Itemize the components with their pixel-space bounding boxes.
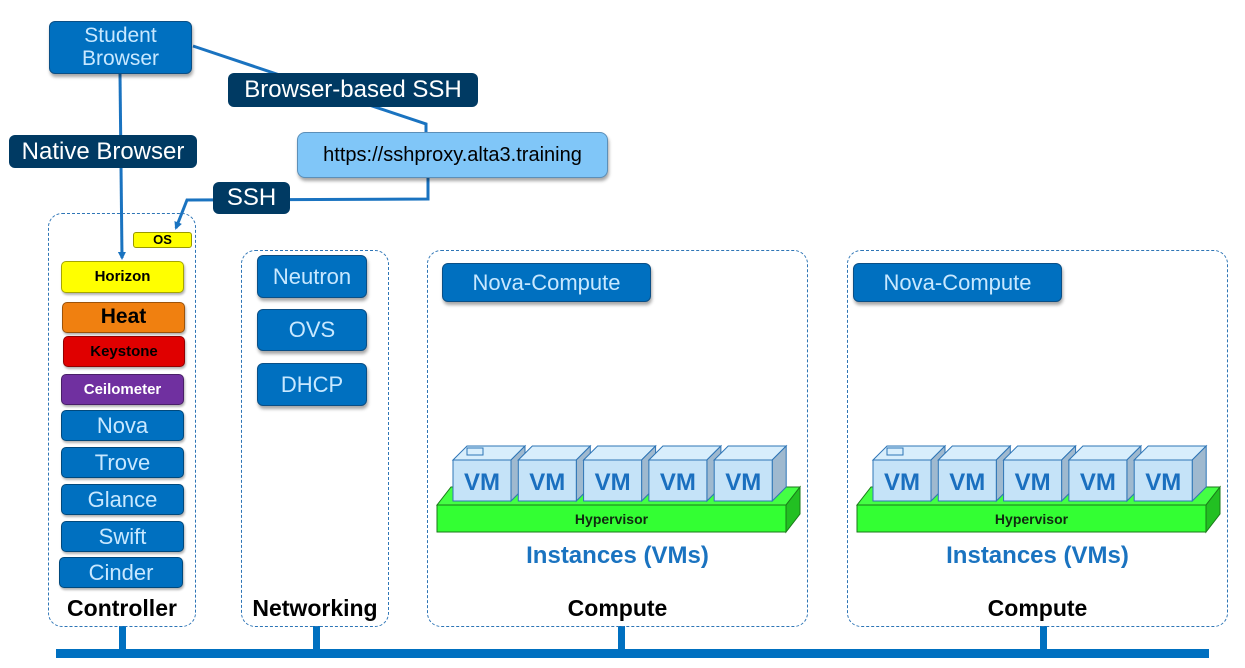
controller-service-glance[interactable]: Glance xyxy=(61,484,184,515)
vm-front-face xyxy=(517,459,577,502)
networking-title: Networking xyxy=(252,595,378,621)
vm-handle-icon xyxy=(466,447,484,456)
vm-instance[interactable]: VM xyxy=(451,444,527,503)
vm-front-face xyxy=(1133,459,1193,502)
vm-instance[interactable]: VM xyxy=(871,444,947,503)
ssh-line xyxy=(174,178,430,230)
hypervisor-front xyxy=(436,504,787,533)
instances-label-2: Instances (VMs) xyxy=(946,542,1129,569)
vm-instance[interactable]: VM xyxy=(582,444,657,503)
vm-label: VM xyxy=(595,469,631,496)
compute-group-2: Compute xyxy=(847,250,1228,627)
riser-controller xyxy=(119,626,126,651)
vm-instance[interactable]: VM xyxy=(647,444,723,503)
hypervisor-label: Hypervisor xyxy=(995,511,1069,527)
native-browser-label: Native Browser xyxy=(9,135,197,168)
vm-label: VM xyxy=(1080,469,1116,496)
networking-service-neutron[interactable]: Neutron xyxy=(257,255,367,298)
controller-service-horizon[interactable]: Horizon xyxy=(61,261,184,293)
nova-compute-1[interactable]: Nova-Compute xyxy=(442,263,651,302)
ssh-proxy-node[interactable]: https://sshproxy.alta3.training xyxy=(297,132,608,178)
vm-front-face xyxy=(872,459,932,502)
student-browser-label-line2: Browser xyxy=(81,46,160,70)
vm-label: VM xyxy=(464,469,500,496)
vm-instance[interactable]: VM xyxy=(1067,444,1143,503)
vm-instance[interactable]: VM xyxy=(1132,444,1208,503)
controller-service-cinder[interactable]: Cinder xyxy=(59,557,183,588)
vm-label: VM xyxy=(660,469,696,496)
controller-service-ceilometer[interactable]: Ceilometer xyxy=(61,374,184,405)
hypervisor-front xyxy=(856,504,1207,533)
vm-instance[interactable]: VM xyxy=(712,444,788,503)
controller-group: Controller xyxy=(48,213,196,627)
vm-label: VM xyxy=(1145,469,1181,496)
compute-title-1: Compute xyxy=(567,595,668,621)
controller-service-nova[interactable]: Nova xyxy=(61,410,184,441)
vm-front-face xyxy=(1003,459,1063,502)
ssh-label: SSH xyxy=(213,182,290,214)
vm-instance[interactable]: VM xyxy=(1002,444,1077,503)
vm-front-face xyxy=(452,459,512,502)
vm-instance[interactable]: VM xyxy=(517,444,592,503)
student-browser-label-line1: Student xyxy=(84,24,157,48)
hypervisor-stack-2: VM VM VM VM VM Hypervisor xyxy=(855,444,1222,534)
controller-service-heat[interactable]: Heat xyxy=(62,302,185,333)
networking-group: Networking xyxy=(241,250,389,627)
riser-networking xyxy=(313,626,320,651)
compute-group-1: Compute xyxy=(427,250,808,627)
vm-label: VM xyxy=(725,469,761,496)
riser-compute-1 xyxy=(618,626,625,651)
compute-title-2: Compute xyxy=(987,595,1088,621)
os-badge: OS xyxy=(133,232,192,248)
vm-front-face xyxy=(648,459,708,502)
controller-title: Controller xyxy=(67,595,177,621)
vm-label: VM xyxy=(884,469,920,496)
vm-label: VM xyxy=(529,469,565,496)
vm-label: VM xyxy=(949,469,985,496)
hypervisor-stack-1: VM VM VM VM VM Hypervisor xyxy=(435,444,802,534)
controller-service-trove[interactable]: Trove xyxy=(61,447,184,478)
student-browser-node[interactable]: Student Browser xyxy=(49,21,192,74)
vm-front-face xyxy=(937,459,997,502)
riser-compute-2 xyxy=(1040,626,1047,651)
vm-label: VM xyxy=(1015,469,1051,496)
networking-service-ovs[interactable]: OVS xyxy=(257,309,367,351)
vm-front-face xyxy=(1068,459,1128,502)
vm-instance[interactable]: VM xyxy=(937,444,1012,503)
controller-service-keystone[interactable]: Keystone xyxy=(63,336,185,367)
vm-front-face xyxy=(713,459,773,502)
browser-based-ssh-label: Browser-based SSH xyxy=(228,73,478,107)
controller-service-swift[interactable]: Swift xyxy=(61,521,184,552)
network-bus xyxy=(56,649,1209,658)
hypervisor-label: Hypervisor xyxy=(575,511,649,527)
vm-handle-icon xyxy=(886,447,904,456)
instances-label-1: Instances (VMs) xyxy=(526,542,709,569)
nova-compute-2[interactable]: Nova-Compute xyxy=(853,263,1062,302)
networking-service-dhcp[interactable]: DHCP xyxy=(257,363,367,406)
vm-front-face xyxy=(583,459,643,502)
browser-ssh-line xyxy=(192,44,428,132)
